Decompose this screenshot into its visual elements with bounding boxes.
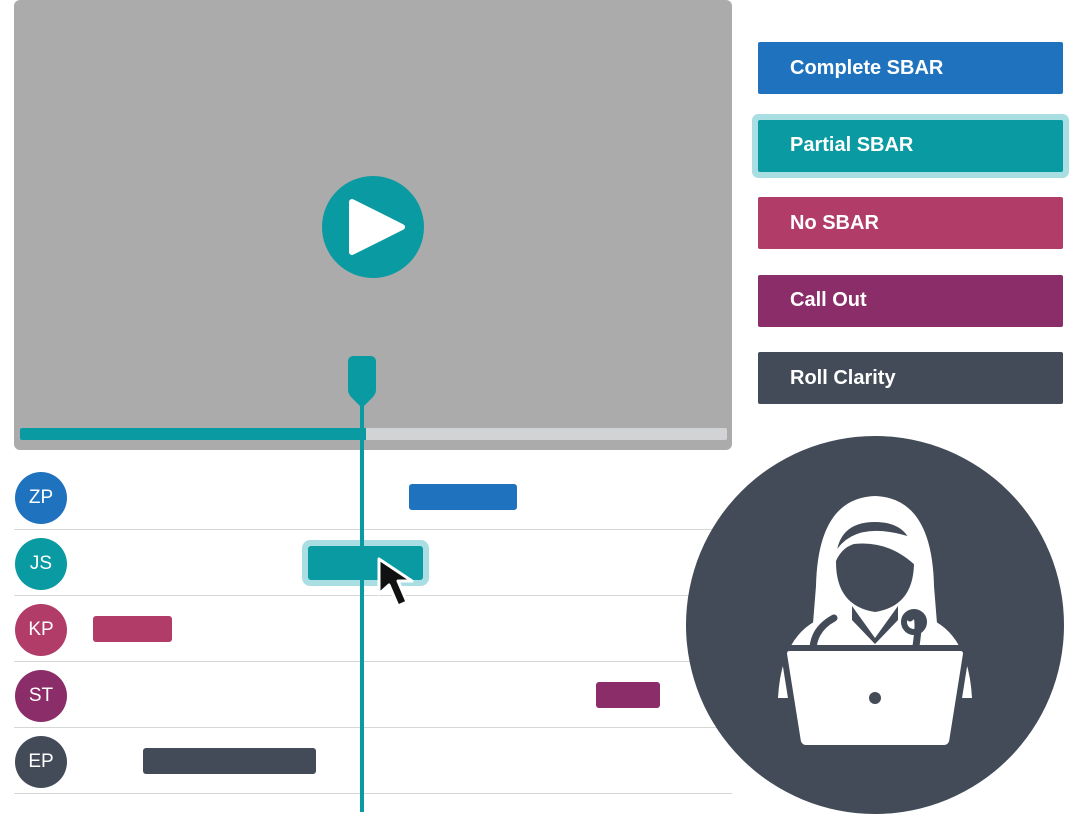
- video-progress-fill: [20, 428, 367, 440]
- tag-button-roll-clarity[interactable]: Roll Clarity: [758, 352, 1063, 404]
- timeline-segment[interactable]: [92, 616, 172, 642]
- timeline-row: ST: [14, 662, 732, 728]
- play-button[interactable]: [322, 176, 424, 278]
- avatar[interactable]: KP: [15, 604, 67, 656]
- mouse-pointer-icon: [377, 557, 414, 608]
- playhead-line[interactable]: [360, 392, 364, 812]
- video-progress-bar[interactable]: [20, 428, 727, 440]
- play-icon: [349, 199, 405, 255]
- timeline-row: EP: [14, 728, 732, 794]
- timeline-row: JS: [14, 530, 732, 596]
- tag-button-no-sbar[interactable]: No SBAR: [758, 197, 1063, 249]
- timeline-segment[interactable]: [408, 484, 517, 510]
- timeline-segment[interactable]: [595, 682, 661, 708]
- tag-button-partial-sbar[interactable]: Partial SBAR: [758, 119, 1063, 172]
- avatar[interactable]: EP: [15, 736, 67, 788]
- timeline-row: KP: [14, 596, 732, 662]
- timeline-segment[interactable]: [143, 748, 316, 774]
- doctor-with-laptop-icon: [686, 436, 1064, 814]
- avatar[interactable]: ZP: [15, 472, 67, 524]
- timeline-row: ZP: [14, 464, 732, 530]
- tag-button-call-out[interactable]: Call Out: [758, 274, 1063, 327]
- avatar[interactable]: JS: [15, 538, 67, 590]
- tag-button-complete-sbar[interactable]: Complete SBAR: [758, 42, 1063, 94]
- playhead-handle-icon[interactable]: [346, 354, 378, 412]
- avatar[interactable]: ST: [15, 670, 67, 722]
